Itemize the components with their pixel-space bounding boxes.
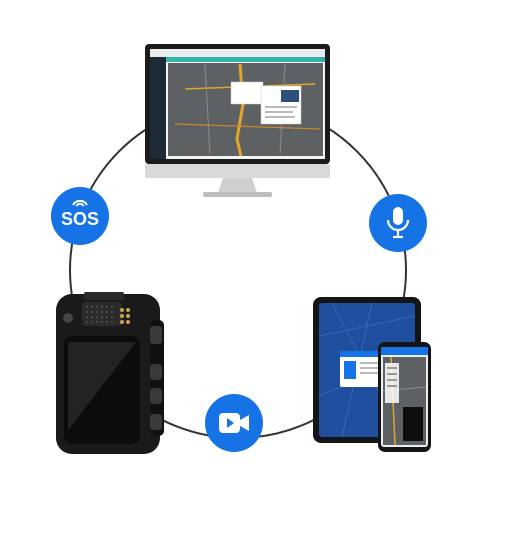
monitor-screen <box>150 49 325 159</box>
microphone-badge <box>369 194 427 252</box>
body-camera <box>56 292 164 454</box>
video-badge <box>205 394 263 452</box>
desktop-monitor <box>145 44 330 197</box>
sos-icon <box>72 199 88 207</box>
video-camera-icon <box>219 413 249 433</box>
smartphone <box>378 342 431 452</box>
sos-label: SOS <box>60 209 99 229</box>
microphone-icon <box>386 207 410 239</box>
sos-badge: SOS <box>51 187 109 245</box>
